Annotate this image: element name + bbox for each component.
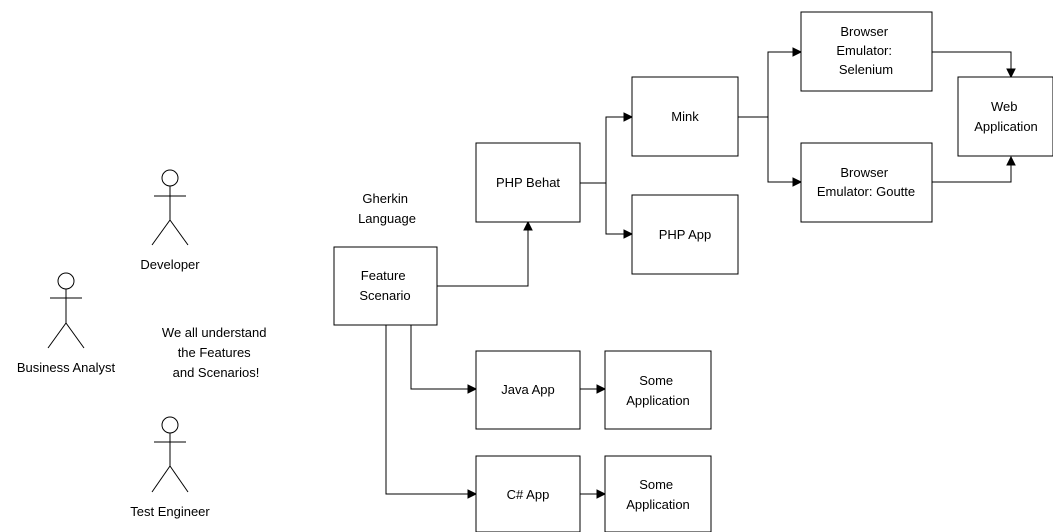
edge-goutte-to-web-app-arrow [1006, 155, 1016, 166]
actor-developer-leg-right [169, 219, 189, 246]
node-some-application-1-label: Some Application [626, 373, 690, 408]
node-java-app-box [475, 350, 581, 430]
edge-feature-to-php-behat-arrow [523, 220, 533, 231]
node-php-behat-box [475, 142, 581, 223]
node-java-app: Java App [475, 350, 581, 430]
node-php-app-box [631, 194, 739, 275]
node-label-line: Application [974, 119, 1038, 134]
node-label-line: Some [639, 373, 673, 388]
node-some-application-2-label: Some Application [626, 477, 690, 512]
node-feature-scenario: Feature Scenario [333, 246, 438, 326]
actor-developer-leg-left [151, 219, 171, 246]
node-some-application-2-box [604, 455, 712, 532]
node-feature-scenario-box [333, 246, 438, 326]
node-label-line: Emulator: Goutte [817, 184, 915, 199]
node-label-line: Application [626, 497, 690, 512]
node-label-line: Java App [501, 382, 555, 397]
actor-developer-label: Developer [140, 257, 200, 272]
node-goutte-box [800, 142, 933, 223]
gherkin-language-line: Language [358, 211, 416, 226]
node-label-line: Application [626, 393, 690, 408]
edge-mink-to-goutte-arrow [792, 177, 803, 187]
edge-php-behat-to-mink [580, 116, 626, 184]
edge-feature-to-java-app [410, 325, 470, 390]
edge-goutte-to-web-app [932, 163, 1012, 183]
edge-feature-to-java-app-arrow [467, 384, 478, 394]
gherkin-language-line: Gherkin [362, 191, 408, 206]
node-label-line: PHP App [659, 227, 712, 242]
node-label-line: Web [991, 99, 1018, 114]
node-label-line: Browser [840, 165, 888, 180]
node-selenium: Browser Emulator: Selenium [800, 11, 933, 92]
node-label-line: Feature [361, 268, 406, 283]
node-label-line: PHP Behat [496, 175, 560, 190]
actor-test-engineer: Test Engineer [130, 416, 210, 519]
node-label-line: Emulator: [836, 43, 892, 58]
actor-test-engineer-head [161, 416, 179, 434]
edge-feature-to-csharp-app-arrow [467, 489, 478, 499]
actor-test-engineer-label: Test Engineer [130, 504, 210, 519]
node-csharp-app: C# App [475, 455, 581, 532]
edge-mink-to-selenium-arrow [792, 47, 803, 57]
node-csharp-app-box [475, 455, 581, 532]
edge-php-behat-to-php-app-arrow [623, 229, 634, 239]
node-some-application-1-box [604, 350, 712, 430]
node-label-line: Mink [671, 109, 699, 124]
edge-php-behat-to-mink-arrow [623, 112, 634, 122]
node-php-behat-label: PHP Behat [496, 175, 560, 190]
node-label-line: Selenium [839, 62, 893, 77]
shared-understanding-line: and Scenarios! [173, 365, 260, 380]
node-goutte: Browser Emulator: Goutte [800, 142, 933, 223]
edge-csharp-to-some-app-arrow [596, 489, 607, 499]
node-label-line: Some [639, 477, 673, 492]
edge-selenium-to-web-app-arrow [1006, 68, 1016, 79]
actor-business-analyst-label: Business Analyst [17, 360, 116, 375]
node-selenium-box [800, 11, 933, 92]
gherkin-language-label: Gherkin Language [358, 191, 416, 226]
shared-understanding-line: We all understand [162, 325, 267, 340]
node-web-application: Web Application [957, 76, 1053, 157]
actor-test-engineer-leg-right [169, 465, 189, 493]
edge-mink-to-selenium [738, 51, 795, 118]
node-java-app-label: Java App [501, 382, 555, 397]
edge-feature-to-csharp-app [385, 325, 470, 495]
node-mink-box [631, 76, 739, 157]
node-selenium-label: Browser Emulator: Selenium [836, 24, 895, 77]
node-mink-label: Mink [671, 109, 699, 124]
node-some-application-2: Some Application [604, 455, 712, 532]
actor-business-analyst-leg-right [65, 322, 85, 349]
actor-developer: Developer [140, 169, 200, 272]
node-label-line: Browser [840, 24, 888, 39]
shared-understanding-line: the Features [178, 345, 251, 360]
actor-business-analyst-head [57, 272, 75, 290]
edge-feature-to-php-behat [437, 228, 529, 287]
node-php-app-label: PHP App [659, 227, 712, 242]
edge-php-behat-to-php-app [605, 183, 626, 235]
node-web-application-box [957, 76, 1053, 157]
node-php-behat: PHP Behat [475, 142, 581, 223]
edge-mink-to-goutte [767, 117, 795, 183]
node-feature-scenario-label: Feature Scenario [359, 268, 410, 303]
actor-developer-head [161, 169, 179, 187]
actor-business-analyst: Business Analyst [17, 272, 116, 375]
node-mink: Mink [631, 76, 739, 157]
shared-understanding-note: We all understand the Features and Scena… [162, 325, 270, 380]
node-csharp-app-label: C# App [507, 487, 550, 502]
edge-java-to-some-app-arrow [596, 384, 607, 394]
node-goutte-label: Browser Emulator: Goutte [817, 165, 915, 199]
actor-test-engineer-leg-left [151, 465, 171, 493]
node-php-app: PHP App [631, 194, 739, 275]
edges [385, 47, 1016, 499]
node-label-line: C# App [507, 487, 550, 502]
actor-business-analyst-leg-left [47, 322, 67, 349]
edge-selenium-to-web-app [932, 51, 1012, 71]
node-label-line: Scenario [359, 288, 410, 303]
node-some-application-1: Some Application [604, 350, 712, 430]
node-web-application-label: Web Application [974, 99, 1038, 134]
